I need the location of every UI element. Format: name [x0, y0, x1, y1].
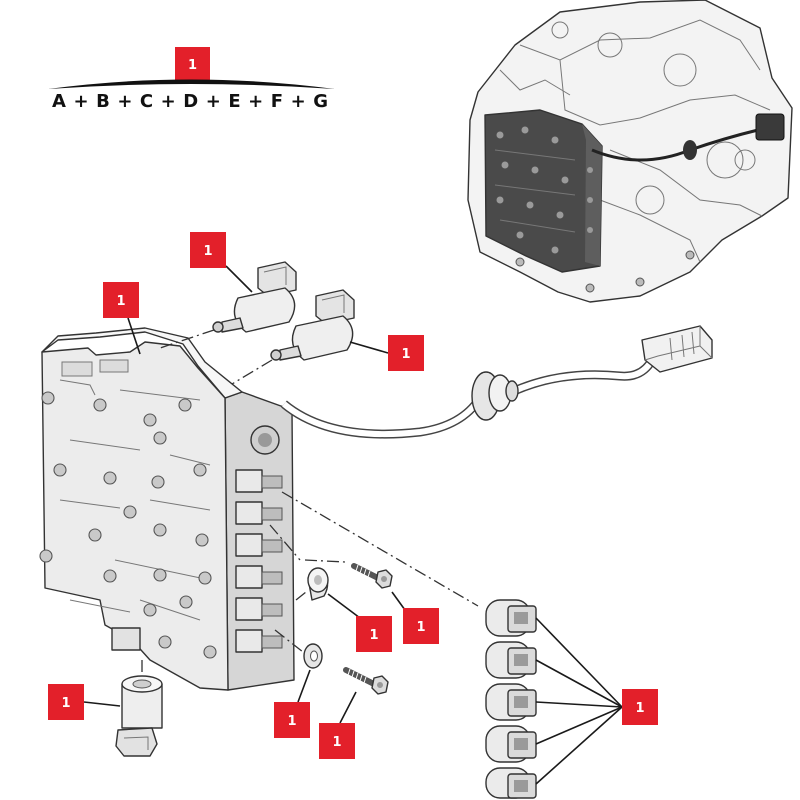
- housing-bolt: [635, 277, 645, 287]
- side-connector: [235, 533, 263, 557]
- leader-line: [297, 669, 311, 703]
- washer: [303, 643, 323, 669]
- callout-number: 1: [188, 58, 197, 73]
- solenoid-upper-1: [212, 261, 297, 333]
- callout-number: 1: [416, 620, 425, 635]
- callout-number: 1: [332, 735, 341, 750]
- housing-bolt: [585, 283, 595, 293]
- callout-badge: 1: [48, 684, 84, 720]
- callout-number: 1: [61, 696, 70, 711]
- bolt-hole: [103, 569, 117, 583]
- callout-badge: 1: [190, 232, 226, 268]
- leader-line: [535, 706, 623, 745]
- sealing-plug: [307, 567, 329, 601]
- bolt-hole: [178, 398, 192, 412]
- stack-solenoid: [485, 641, 537, 679]
- stack-solenoid: [485, 683, 537, 721]
- solenoid-upper-2: [270, 289, 355, 361]
- bolt-hole: [41, 391, 55, 405]
- leader-line: [535, 659, 623, 708]
- bolt-hole: [195, 533, 209, 547]
- bolt-hole: [103, 471, 117, 485]
- callout-number: 1: [635, 701, 644, 716]
- bolt-holes: [39, 391, 217, 659]
- stack-solenoid: [485, 767, 537, 799]
- leader-line: [127, 317, 141, 355]
- side-connector: [235, 501, 263, 525]
- bolt-hole: [88, 528, 102, 542]
- bolt-hole: [153, 523, 167, 537]
- installed-valve-body-plate: [484, 109, 603, 273]
- harness-grommet: [471, 371, 519, 421]
- bolt-hole: [93, 398, 107, 412]
- installed-harness-grommet: [683, 140, 697, 160]
- valve-body-spigot: [111, 627, 141, 651]
- callout-badge: 1: [388, 335, 424, 371]
- leader-line: [349, 341, 389, 354]
- bolt-hole: [153, 568, 167, 582]
- side-connector: [235, 469, 263, 493]
- transmission-housing: [467, 0, 793, 303]
- assembly-lines: [141, 329, 479, 676]
- bolt-hole: [158, 635, 172, 649]
- bolt-hole: [53, 463, 67, 477]
- formula-header: 1 A+B+C+D+E+F+G: [48, 47, 335, 112]
- bolt-lower: [343, 667, 389, 695]
- callout-number: 1: [287, 714, 296, 729]
- callout-badge: 1: [622, 689, 658, 725]
- stack-solenoid: [485, 599, 537, 637]
- callout-number: 1: [401, 347, 410, 362]
- side-connector: [235, 597, 263, 621]
- callout-badge: 1: [403, 608, 439, 644]
- solenoid-stack: [485, 599, 537, 799]
- side-connector: [235, 565, 263, 589]
- callout-number: 1: [369, 628, 378, 643]
- leader-lines: [83, 265, 623, 785]
- bolt-hole: [143, 413, 157, 427]
- formula-swoosh: [48, 79, 335, 89]
- leader-line: [327, 593, 361, 619]
- callout-badge-formula: 1: [175, 47, 210, 82]
- leader-line: [83, 701, 121, 707]
- formula-text: A+B+C+D+E+F+G: [52, 91, 328, 112]
- bolt-hole: [153, 431, 167, 445]
- callouts: 1 1 1 1 1 1 1 1: [48, 232, 658, 759]
- bolt-hole: [143, 603, 157, 617]
- installed-harness-connector: [755, 113, 785, 141]
- callout-badge: 1: [274, 702, 310, 738]
- bolt-hole: [179, 595, 193, 609]
- side-connector: [235, 629, 263, 653]
- leader-line: [339, 691, 357, 724]
- valve-body-top-rim: [41, 327, 243, 399]
- bolt-hole: [123, 505, 137, 519]
- valve-body-side-connectors: [235, 469, 283, 653]
- wiring-harness: [281, 325, 713, 439]
- bolt-hole: [203, 645, 217, 659]
- callout-badge: 1: [319, 723, 355, 759]
- housing-bolt: [515, 257, 525, 267]
- leader-line: [535, 701, 623, 708]
- stack-solenoid: [485, 725, 537, 763]
- leader-line: [535, 617, 623, 708]
- callout-number: 1: [116, 294, 125, 309]
- valve-body: [39, 327, 295, 691]
- leader-line: [225, 265, 253, 293]
- bolt-hole: [39, 549, 53, 563]
- callout-badge: 1: [103, 282, 139, 318]
- bolt-hole: [198, 571, 212, 585]
- solenoid-lower-left: [115, 675, 163, 757]
- callout-number: 1: [203, 244, 212, 259]
- housing-bolt: [685, 250, 695, 260]
- bolt-hole: [151, 475, 165, 489]
- leader-line: [535, 706, 623, 785]
- bolt-upper: [351, 563, 393, 589]
- harness-connector: [641, 325, 713, 373]
- bolt-hole: [193, 463, 207, 477]
- leader-line: [391, 591, 406, 611]
- callout-badge: 1: [356, 616, 392, 652]
